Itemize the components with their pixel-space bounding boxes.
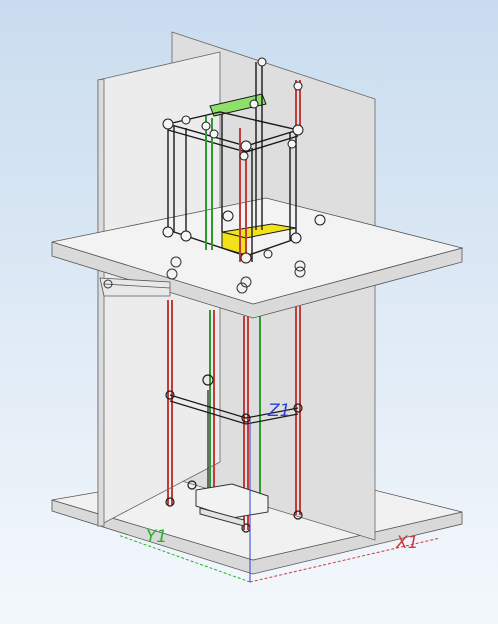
x-axis-line (249, 537, 441, 583)
car-beam (209, 93, 267, 117)
z-axis-label: Z1 (267, 401, 290, 421)
elevator-car[interactable] (162, 57, 326, 264)
upper-slab[interactable] (51, 197, 464, 319)
y-axis-line (117, 534, 251, 583)
x-axis-label: X1 (395, 533, 418, 553)
axes-gizmo: X1 Y1 Z1 (117, 401, 441, 583)
slab-holes (103, 256, 306, 294)
y-axis-label: Y1 (146, 527, 167, 547)
lower-rails (167, 300, 301, 530)
